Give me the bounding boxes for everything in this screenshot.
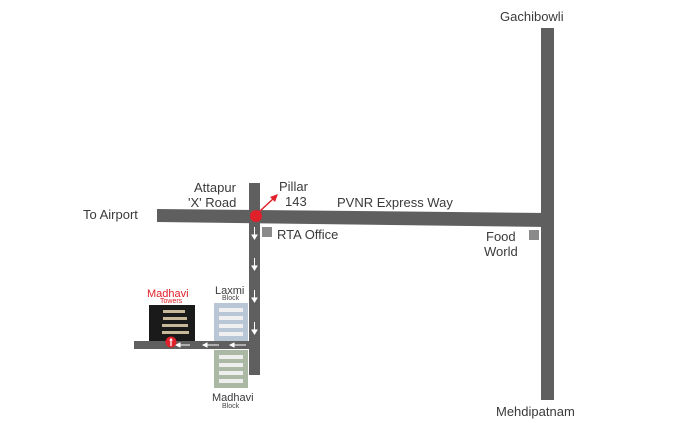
gachibowli-mehdipatnam-road <box>541 28 554 400</box>
pillar-pointer-arrow <box>258 197 275 213</box>
label-x-road: 'X' Road <box>188 195 237 210</box>
label-pillar-number: 143 <box>285 194 307 209</box>
attapur-road <box>249 183 260 375</box>
label-pillar: Pillar <box>279 179 308 194</box>
direction-arrows <box>174 227 258 348</box>
label-rta-office: RTA Office <box>277 227 339 242</box>
label-pvnr-expressway: PVNR Express Way <box>337 195 453 210</box>
label-world: World <box>484 244 518 259</box>
label-mehdipatnam: Mehdipatnam <box>496 404 575 419</box>
label-food: Food <box>486 229 516 244</box>
label-to-airport: To Airport <box>83 207 138 222</box>
rta-office-marker <box>262 227 272 237</box>
label-madhavi-block: Block <box>222 403 240 410</box>
attapur-junction-marker <box>250 210 262 222</box>
madhavi-lane <box>134 341 260 349</box>
label-laxmi-block: Block <box>222 295 240 302</box>
label-attapur: Attapur <box>194 180 236 195</box>
food-world-marker <box>529 230 539 240</box>
label-madhavi: Madhavi <box>212 392 254 404</box>
pvnr-expressway-road <box>157 209 548 227</box>
label-laxmi: Laxmi <box>215 285 245 297</box>
label-madhavi-towers-sub: Towers <box>160 298 183 305</box>
label-gachibowli: Gachibowli <box>500 9 564 24</box>
label-madhavi-towers: Madhavi <box>147 288 189 300</box>
